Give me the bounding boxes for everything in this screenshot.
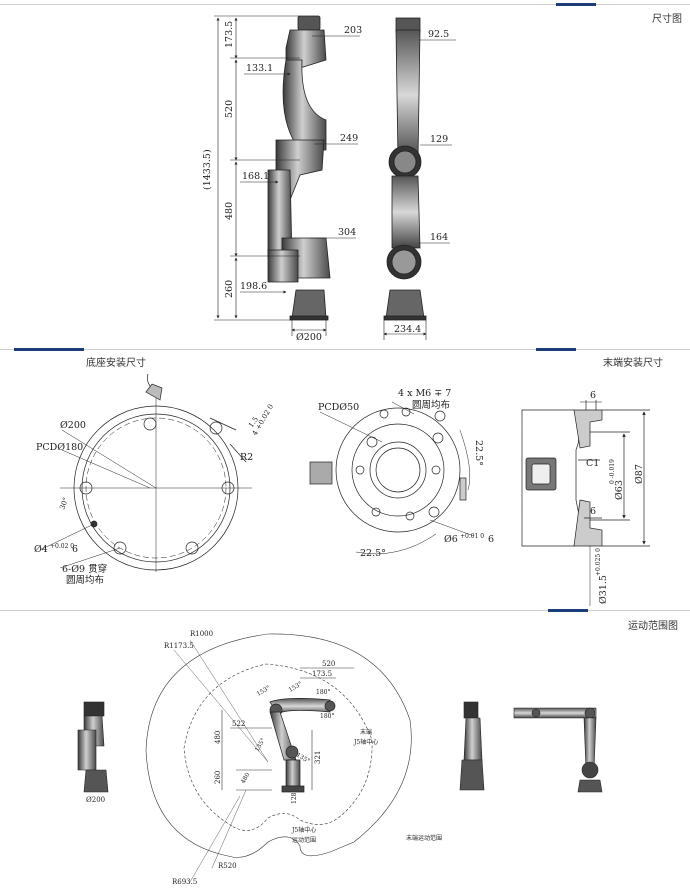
dim-234: 234.4	[394, 324, 421, 335]
bottom-accent	[548, 609, 588, 612]
dim-249: 249	[340, 133, 358, 144]
flange-front-drawing	[309, 401, 475, 555]
ws-a128: 128	[291, 792, 298, 804]
flange-section-drawing	[521, 400, 650, 606]
ws-note-j5-range2: 运动范围	[292, 836, 316, 844]
mid-accent-right	[536, 348, 576, 351]
base-pin-hole: Ø4	[34, 544, 48, 555]
ws-ang-135a: 135°	[254, 737, 267, 753]
dim-129: 129	[430, 134, 448, 145]
front-view-dims	[383, 39, 456, 340]
top-rule	[0, 4, 690, 5]
thumb-base-dia: Ø200	[86, 796, 105, 804]
top-accent	[556, 3, 596, 6]
dim-304: 304	[338, 227, 356, 238]
side-view-robot	[267, 15, 331, 321]
ws-a321: 321	[314, 751, 322, 764]
section-chamfer: C1	[586, 458, 599, 469]
dim-h-520: 520	[224, 100, 235, 118]
thumb-left-robot	[77, 701, 109, 793]
dim-base-dia: Ø200	[296, 332, 322, 343]
ws-ang-480: 480	[240, 771, 252, 785]
base-r2: R2	[240, 452, 253, 463]
flange-holes	[355, 407, 446, 521]
base-outer-dia: Ø200	[60, 420, 86, 431]
section-title-flange-mounting: 末端安装尺寸	[603, 358, 663, 369]
base-bolt-holes	[79, 417, 235, 555]
ws-note-j5: J5轴中心	[353, 738, 378, 746]
dim-198: 198.6	[240, 281, 267, 292]
section-d87: Ø87	[634, 464, 645, 484]
base-pin-tol: +0.02 0	[50, 543, 74, 550]
base-slot: 6-Ø9 贯穿	[62, 563, 107, 575]
thumb-middle-robot	[459, 701, 485, 791]
ws-r693: R693.5	[172, 878, 197, 886]
flange-pcd: PCDØ50	[318, 402, 359, 413]
ws-note-end: 末端	[360, 728, 372, 736]
ws-a522: 522	[232, 720, 245, 728]
workspace-labels: R1000 R1173.5 R520 R693.5 520 173.5 522 …	[164, 630, 442, 886]
mid-accent-left	[14, 348, 84, 351]
dim-133: 133.1	[246, 63, 273, 74]
flange-thread: 4 x M6 ∓ 7	[398, 388, 451, 399]
flange-thread-note: 圆周均布	[412, 399, 450, 411]
side-view: (1433.5) 173.5 520 480 260 203 133.1 249…	[202, 15, 362, 343]
ws-a173: 173.5	[312, 670, 332, 678]
flange-angle-bottom: 22.5°	[360, 548, 386, 559]
mid-rule	[0, 349, 690, 350]
bottom-rule	[0, 610, 690, 611]
ws-ang-180b: 180°	[320, 713, 334, 720]
front-view: 92.5 129 164 234.4	[383, 17, 456, 340]
ws-ang-180a: 180°	[316, 689, 330, 696]
flange-angle-right: 22.5°	[473, 440, 484, 466]
ws-ang-153b: 153°	[288, 680, 304, 693]
ws-note-j5-range: J5轴中心	[291, 826, 316, 834]
dim-203: 203	[344, 25, 362, 36]
dim-92: 92.5	[428, 29, 449, 40]
ws-a260: 260	[214, 771, 222, 784]
flange-pin: Ø6	[444, 534, 458, 545]
base-pcd: PCDØ180	[36, 442, 83, 453]
ws-r1000: R1000	[190, 630, 213, 638]
base-angle: 30°	[58, 496, 70, 510]
dim-168: 168.1	[242, 171, 269, 182]
workspace-drawing	[145, 633, 412, 883]
section-d315: Ø31.5	[598, 575, 609, 604]
ws-a520: 520	[322, 660, 335, 668]
section-title-dimensions: 尺寸图	[652, 14, 682, 25]
ws-a480: 480	[214, 731, 222, 744]
ws-r1173: R1173.5	[164, 642, 194, 650]
ws-ang-153a: 153°	[256, 684, 272, 697]
section-title-workspace: 运动范围图	[628, 621, 678, 632]
dim-h-480: 480	[224, 202, 235, 220]
dim-total-height: (1433.5)	[202, 149, 213, 190]
workspace-robot	[269, 698, 336, 793]
dim-164: 164	[430, 232, 448, 243]
section-title-base-mounting: 底座安装尺寸	[86, 358, 146, 369]
ws-note-end-range: 末端运动范围	[406, 834, 442, 842]
section-d315-tol: +0.025 0	[595, 548, 602, 576]
base-slot-note: 圆周均布	[66, 574, 104, 586]
section-d63-tol: 0 -0.019	[609, 459, 616, 484]
section-bottom: 6	[590, 506, 596, 517]
thumb-right-robot	[513, 707, 603, 793]
base-pin-depth: 6	[72, 544, 78, 555]
front-view-robot	[383, 17, 427, 321]
side-view-dims	[214, 15, 360, 336]
dim-h-173: 173.5	[224, 21, 235, 48]
flange-pin-tol: +0.01 0	[460, 533, 484, 540]
dim-h-260: 260	[224, 280, 235, 298]
section-d63: Ø63	[614, 480, 625, 500]
base-plate-drawing	[39, 373, 252, 572]
flange-pin-depth: 6	[488, 534, 494, 545]
section-top: 6	[590, 390, 596, 401]
ws-r520: R520	[218, 862, 237, 870]
